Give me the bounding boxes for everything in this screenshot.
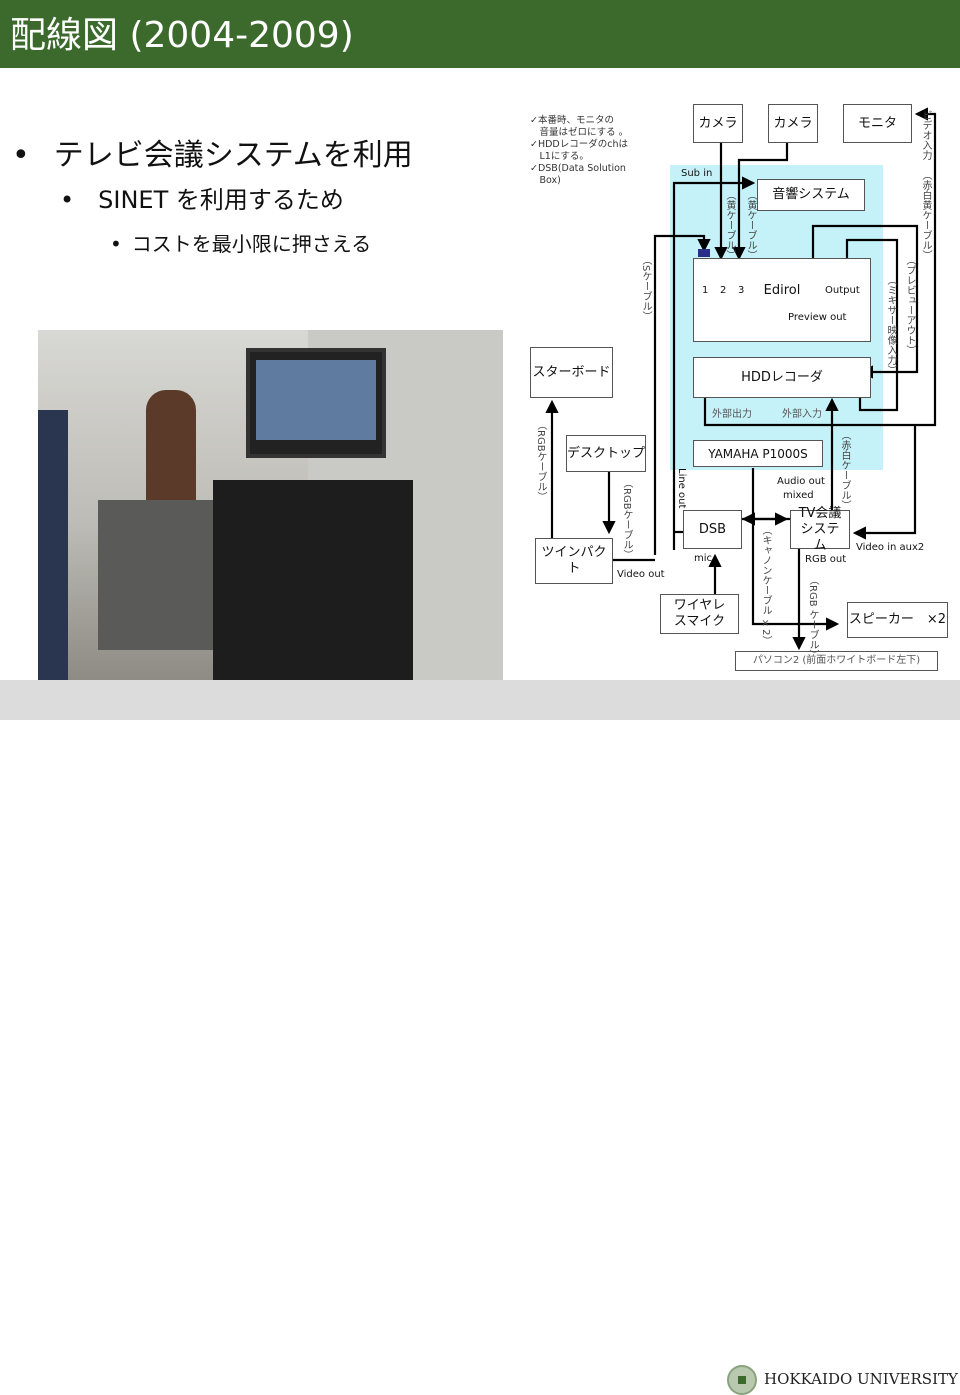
title-bar: 配線図 (2004-2009): [0, 0, 960, 68]
label-output: Output: [825, 285, 860, 296]
label-sub-in: Sub in: [681, 168, 713, 179]
hdd-recorder-box: HDDレコーダ: [693, 357, 871, 398]
cable-video-in: ビデオ入力: [920, 110, 931, 160]
pc2-box: パソコン2 (前面ホワイトボード左下): [735, 651, 938, 671]
cable-mixer: （ミキサー映像入力）: [885, 275, 896, 375]
monitor-box: モニタ: [843, 104, 912, 143]
camera-box-2: カメラ: [768, 104, 818, 143]
label-mixed: mixed: [783, 490, 814, 501]
label-ext-in: 外部入力: [782, 409, 822, 420]
camera-box-1: カメラ: [693, 104, 743, 143]
speaker-box: スピーカー ×2: [847, 602, 948, 638]
cable-rgb-3: （RGB ケーブル）: [807, 575, 818, 660]
bullet-level3: •コストを最小限に押さえる: [110, 232, 372, 256]
label-video-out: Video out: [617, 569, 665, 580]
university-name: HOKKAIDO UNIVERSITY: [764, 1370, 958, 1388]
label-port2: 2: [720, 285, 727, 296]
equipment-photo: [38, 330, 503, 680]
twinpact-box: ツインパクト: [535, 538, 613, 584]
label-mic: mic: [694, 553, 713, 564]
starboard-box: スターボード: [530, 347, 613, 398]
notes: ✓本番時、モニタの 音量はゼロにする 。✓HDDレコーダのchは L1にする。✓…: [530, 115, 629, 186]
cable-rwy: （赤白黄ケーブル）: [920, 170, 931, 260]
bullet-level1: •テレビ会議システムを利用: [12, 138, 413, 173]
desktop-box: デスクトップ: [566, 435, 646, 472]
cable-preview: （プレビューアウト）: [904, 255, 915, 355]
slide-title: 配線図 (2004-2009): [10, 15, 354, 56]
cable-s: （Sケーブル）: [640, 255, 651, 322]
label-port1: 1: [702, 285, 709, 296]
cable-yellow-2: （黄ケーブル）: [745, 190, 756, 260]
cable-rgb-2: （RGBケーブル）: [621, 478, 632, 560]
label-port3: 3: [738, 285, 745, 296]
yamaha-box: YAMAHA P1000S: [693, 440, 823, 467]
university-seal-icon: [727, 1365, 757, 1395]
label-audio-out: Audio out: [777, 476, 825, 487]
audio-system-box: 音響システム: [757, 179, 865, 211]
tv-conference-box: TV会議システム: [790, 506, 850, 553]
wireless-mic-box: ワイヤレスマイク: [660, 594, 739, 634]
cable-rw: （赤白ケーブル）: [839, 430, 850, 510]
label-video-in-aux2: Video in aux2: [856, 542, 925, 553]
label-preview-out: Preview out: [788, 312, 847, 323]
cable-yellow-1: （黄ケーブル）: [724, 190, 735, 260]
bullet-level2: •SINET を利用するため: [60, 186, 344, 214]
label-rgb-out: RGB out: [805, 554, 847, 565]
label-line-out: Line out: [676, 468, 687, 509]
footer: HOKKAIDO UNIVERSITY: [0, 680, 960, 1395]
cable-rgb-1: （RGBケーブル）: [535, 420, 546, 502]
cable-canon: （キャノンケーブル ×2）: [760, 525, 771, 646]
edirol-box: Edirol: [693, 258, 871, 342]
label-ext-out: 外部出力: [712, 409, 752, 420]
dsb-box: DSB: [683, 510, 742, 549]
